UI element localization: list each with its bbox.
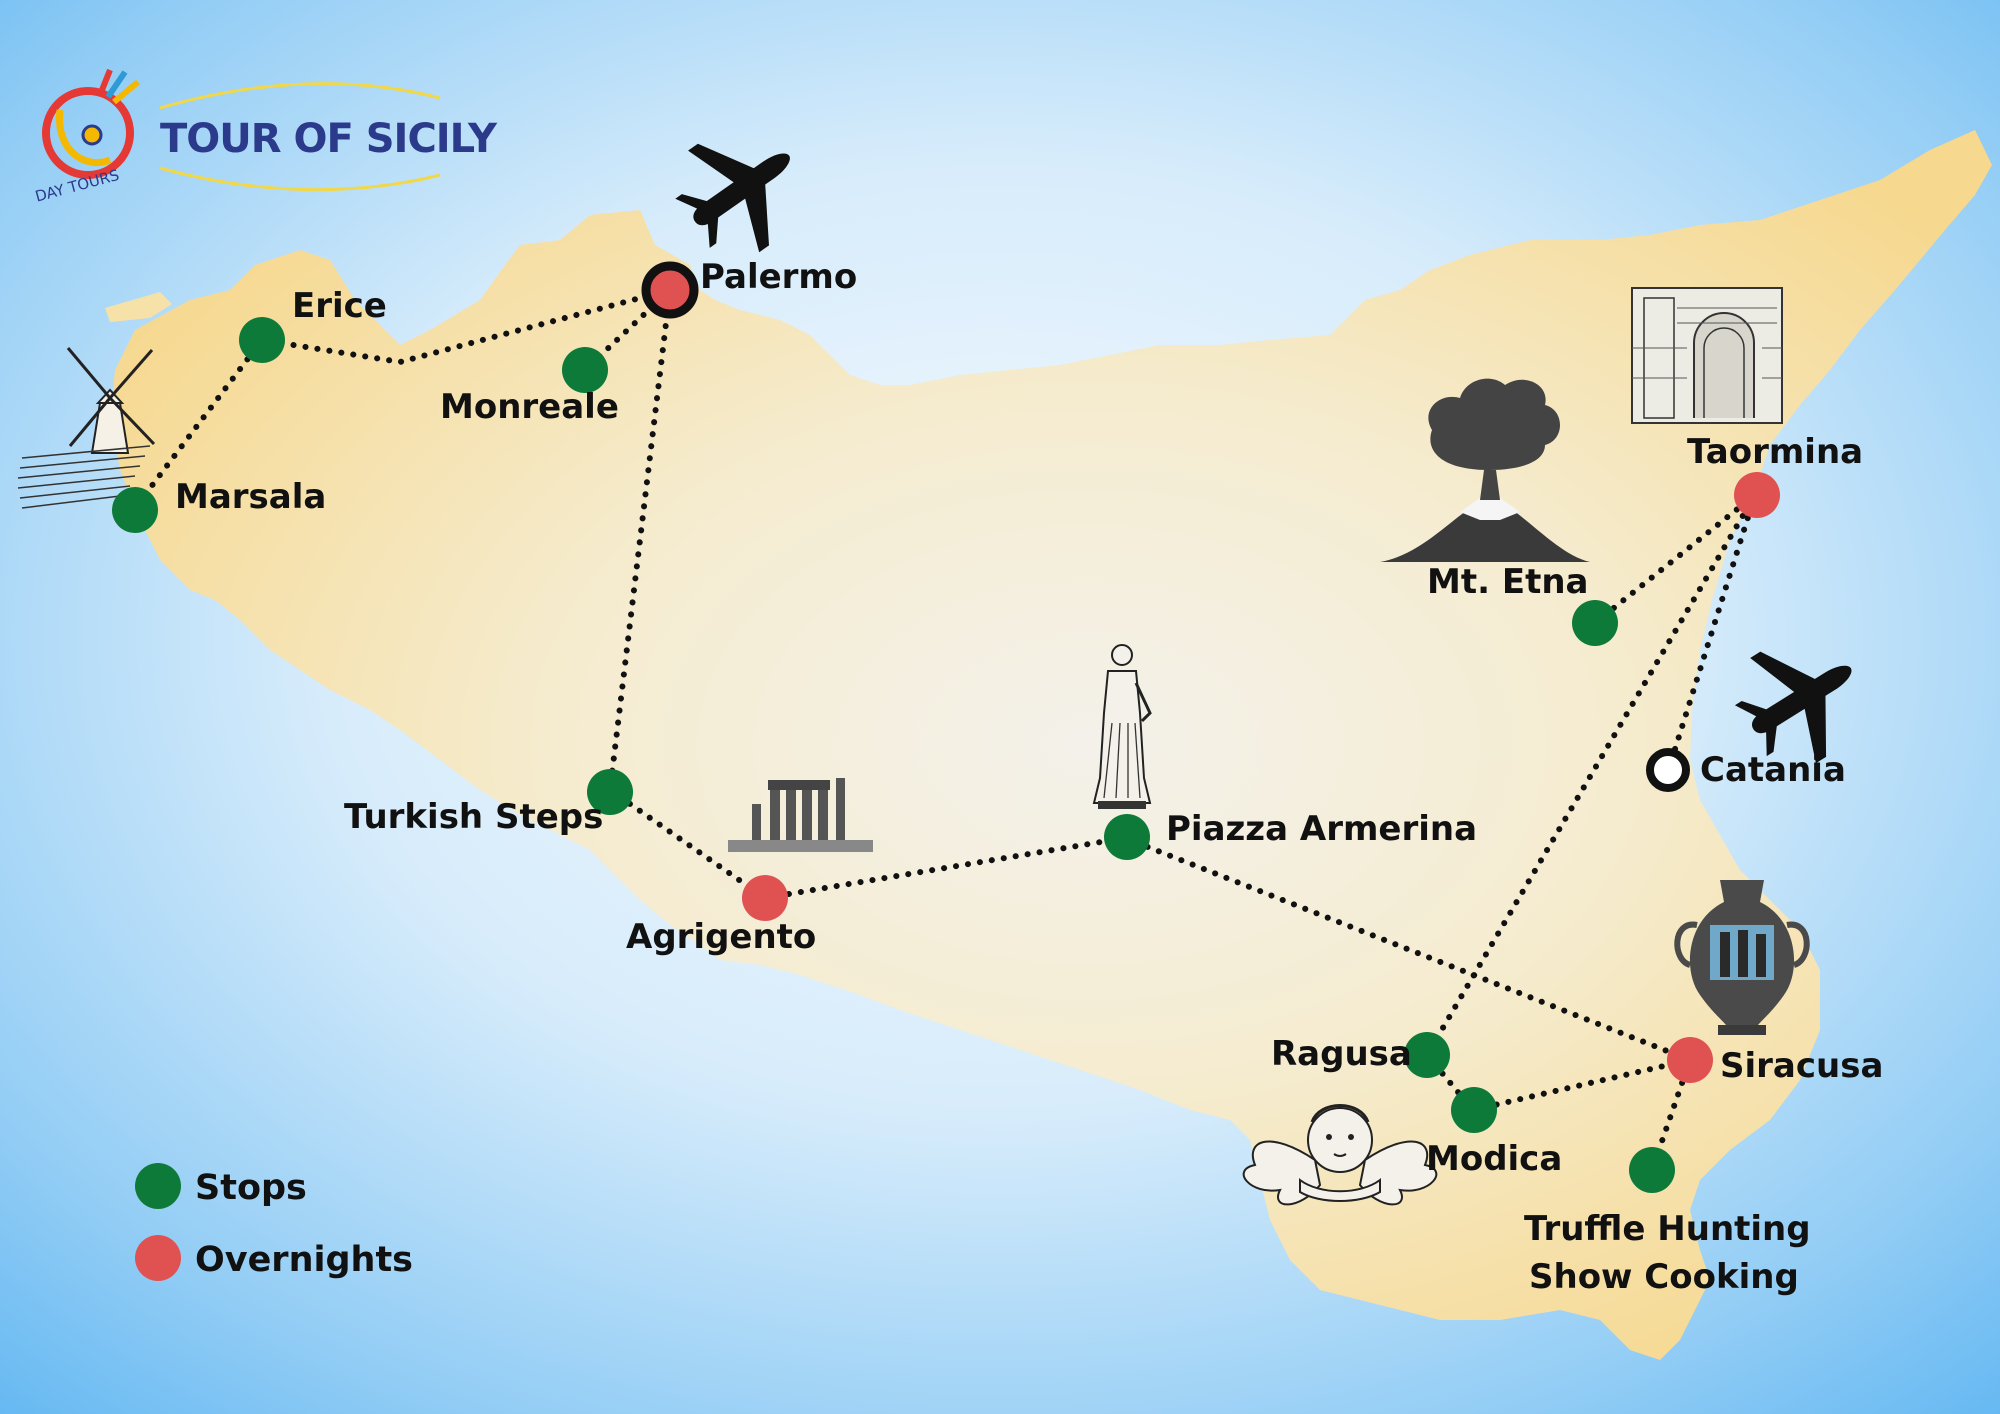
marker-ragusa[interactable] xyxy=(1404,1032,1450,1078)
label-turkish-steps: Turkish Steps xyxy=(344,797,603,837)
label-mt-etna: Mt. Etna xyxy=(1427,562,1588,602)
brand-logo-icon xyxy=(42,68,140,179)
map-markers xyxy=(112,261,1780,1193)
label-monreale: Monreale xyxy=(440,387,619,427)
cherub-icon xyxy=(1242,1104,1438,1206)
label-palermo: Palermo xyxy=(700,257,857,297)
marker-taormina[interactable] xyxy=(1734,472,1780,518)
marker-agrigento[interactable] xyxy=(742,875,788,921)
brand-title: TOUR OF SICILY xyxy=(160,116,498,162)
brand-logo: DAY TOURS TOUR OF SICILY xyxy=(33,68,499,206)
marker-monreale[interactable] xyxy=(562,347,608,393)
marker-modica[interactable] xyxy=(1451,1087,1497,1133)
label-ragusa: Ragusa xyxy=(1271,1034,1412,1074)
marker-palermo[interactable] xyxy=(641,261,699,319)
label-taormina: Taormina xyxy=(1687,432,1863,472)
label-agrigento: Agrigento xyxy=(626,917,816,957)
statue-icon xyxy=(1092,644,1152,809)
label-catania: Catania xyxy=(1700,750,1846,790)
volcano-icon xyxy=(1380,378,1590,562)
legend-stop-swatch xyxy=(135,1163,181,1209)
legend-overnights-label: Overnights xyxy=(195,1240,413,1280)
marker-truffle[interactable] xyxy=(1629,1147,1675,1193)
legend: Stops Overnights xyxy=(135,1163,413,1281)
label-truffle-line1: Truffle Hunting xyxy=(1524,1209,1811,1249)
marker-siracusa[interactable] xyxy=(1667,1037,1713,1083)
place-labels: Palermo Erice Monreale Marsala Turkish S… xyxy=(175,257,1883,1297)
greek-temple-icon xyxy=(728,778,873,852)
label-modica: Modica xyxy=(1426,1139,1562,1179)
islet xyxy=(105,292,172,322)
label-truffle-line2: Show Cooking xyxy=(1529,1257,1799,1297)
marker-erice[interactable] xyxy=(239,317,285,363)
label-siracusa: Siracusa xyxy=(1720,1046,1883,1086)
marker-marsala[interactable] xyxy=(112,487,158,533)
marker-catania[interactable] xyxy=(1646,748,1690,792)
legend-overnight-swatch xyxy=(135,1235,181,1281)
taormina-arch-icon xyxy=(1631,287,1783,424)
label-piazza-armerina: Piazza Armerina xyxy=(1166,809,1477,849)
marker-piazza-armerina[interactable] xyxy=(1104,814,1150,860)
airplane-icon-palermo xyxy=(675,143,790,253)
marker-mt-etna[interactable] xyxy=(1572,600,1618,646)
label-marsala: Marsala xyxy=(175,477,326,517)
windmill-icon xyxy=(17,347,156,509)
airplane-icon-catania xyxy=(1734,651,1852,764)
route-lines xyxy=(132,287,1758,1173)
greek-vase-icon xyxy=(1674,880,1810,1035)
marker-turkish-steps[interactable] xyxy=(587,769,633,815)
label-erice: Erice xyxy=(292,286,387,326)
legend-stops-label: Stops xyxy=(195,1168,307,1208)
